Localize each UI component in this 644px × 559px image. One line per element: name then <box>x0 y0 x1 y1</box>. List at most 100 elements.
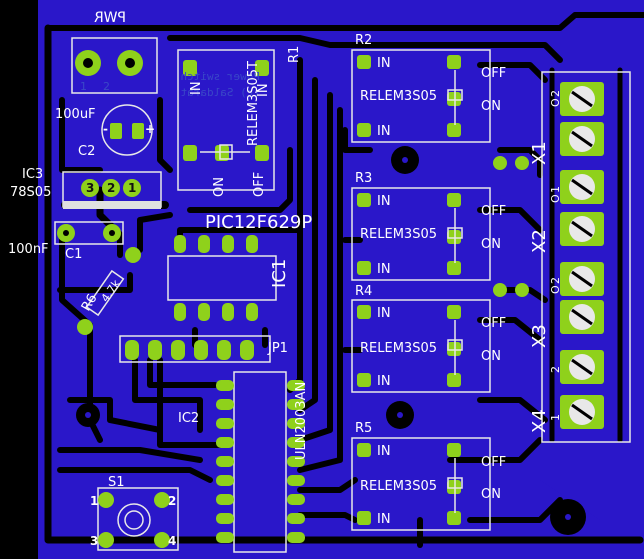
ic3-pad-1 <box>123 179 141 197</box>
ic3-pad-2 <box>102 179 120 197</box>
r3-label: R3 <box>355 171 372 186</box>
mount-hole-4-center <box>565 514 571 520</box>
r6-outline <box>85 269 125 317</box>
x3-label: X3 <box>529 324 550 348</box>
s1-pin-3: 3 <box>90 534 98 548</box>
s1-pin-1: 1 <box>90 494 98 508</box>
s1-button-inner <box>124 510 144 530</box>
r5-in-top: IN <box>377 444 391 459</box>
cap-100uf-outline <box>101 104 153 156</box>
r5-in-bottom: IN <box>377 512 391 527</box>
ic1-pads <box>174 235 258 321</box>
r1-pad-d <box>215 145 229 161</box>
r4-on: ON <box>481 349 501 364</box>
mirror-text-2: (c) Saldarat <box>181 86 260 99</box>
bottom-right-cutout <box>540 440 644 559</box>
cap-100nf-label: 100nF <box>8 242 49 257</box>
s1-pad-3 <box>98 532 114 548</box>
mount-hole-2-center <box>397 412 403 418</box>
pwr-pin-2: 2 <box>103 80 110 93</box>
labels: PWR 2 1 Power switch (c) Saldarat 100uF … <box>8 10 562 548</box>
r3-on: ON <box>481 237 501 252</box>
r1-pad-b <box>255 60 269 76</box>
x1-pin-2: 2 <box>549 90 562 97</box>
ic2-pads <box>216 380 305 543</box>
x1-label: X1 <box>529 141 550 165</box>
s1-pad-2 <box>154 492 170 508</box>
r3-outline <box>351 187 491 281</box>
r2-on: ON <box>481 99 501 114</box>
reg-label: 78S05 <box>10 185 51 200</box>
jp1-pads <box>125 340 254 360</box>
pwr-hole-2 <box>125 58 135 68</box>
c2-pad-plus <box>132 123 144 139</box>
r3-in-top: IN <box>377 194 391 209</box>
s1-pad-1 <box>98 492 114 508</box>
x4-pin-1: 1 <box>549 414 562 421</box>
r2-part: RELEM3S05 <box>360 89 437 104</box>
mirror-text-1: Power switch <box>181 70 260 83</box>
ic3-pad-3 <box>81 179 99 197</box>
relay-pads <box>357 55 461 525</box>
r3-part: RELEM3S05 <box>360 227 437 242</box>
r5-label: R5 <box>355 421 372 436</box>
x3-pin-2: 2 <box>549 277 562 284</box>
pwr-connector-outline <box>71 37 158 94</box>
r1-in-a: IN <box>189 81 204 95</box>
c2-label: C2 <box>78 144 95 159</box>
r1-on: ON <box>212 177 227 197</box>
mount-hole-3-center <box>85 412 91 418</box>
driver-label: ULN2003AN <box>294 382 309 460</box>
x3-pin-o: O <box>549 285 562 294</box>
s1-button <box>117 503 151 537</box>
c2-minus-label: - <box>103 122 108 136</box>
r4-part: RELEM3S05 <box>360 341 437 356</box>
r3-in-bottom: IN <box>377 262 391 277</box>
x2-pin-1: 1 <box>549 186 562 193</box>
r2-label: R2 <box>355 33 372 48</box>
s1-label: S1 <box>108 475 125 490</box>
ic3-pin-2: 2 <box>107 181 115 195</box>
r2-in-bottom: IN <box>377 124 391 139</box>
x1-pin-o: O <box>549 98 562 107</box>
r5-off: OFF <box>481 455 506 470</box>
c2-plus-label: + <box>145 122 155 136</box>
mount-hole-1-center <box>402 157 408 163</box>
r6-pad-1 <box>125 247 141 263</box>
c1-hole-2 <box>109 230 115 236</box>
r4-off: OFF <box>481 316 506 331</box>
r1-pad-c <box>183 145 197 161</box>
r6-pad-2 <box>77 319 93 335</box>
ic3-pin-1: 1 <box>128 181 136 195</box>
ic1-label: IC1 <box>269 259 290 288</box>
r1-pad-e <box>255 145 269 161</box>
x2-pin-o: O <box>549 194 562 203</box>
jp1-outline <box>119 335 271 363</box>
r1-outline <box>177 49 275 191</box>
ic2-label: IC2 <box>178 411 199 426</box>
r1-label: R1 <box>287 46 302 63</box>
c1-outline <box>54 221 124 245</box>
r2-outline <box>351 49 491 143</box>
relay-coil-symbols <box>200 70 463 513</box>
vias <box>493 156 529 297</box>
s1-pin-2: 2 <box>168 494 176 508</box>
c2-pad-minus <box>110 123 122 139</box>
pwr-pin-1: 1 <box>80 80 87 93</box>
r6-label: R6 <box>79 292 101 314</box>
terminal-pads <box>560 82 604 429</box>
ic1-outline <box>167 255 277 301</box>
r2-in-top: IN <box>377 56 391 71</box>
x2-label: X2 <box>529 229 550 253</box>
ic3-label: IC3 <box>22 167 43 182</box>
jp1-label: JP1 <box>267 341 288 356</box>
x4-label: X4 <box>529 409 550 433</box>
r5-part: RELEM3S05 <box>360 479 437 494</box>
mcu-label: PIC12F629P <box>205 212 312 233</box>
s1-pin-4: 4 <box>168 534 176 548</box>
cap-100uf-label: 100uF <box>55 107 96 122</box>
x4-pin-2: 2 <box>549 366 562 373</box>
r5-on: ON <box>481 487 501 502</box>
pwr-label: PWR <box>94 10 126 26</box>
